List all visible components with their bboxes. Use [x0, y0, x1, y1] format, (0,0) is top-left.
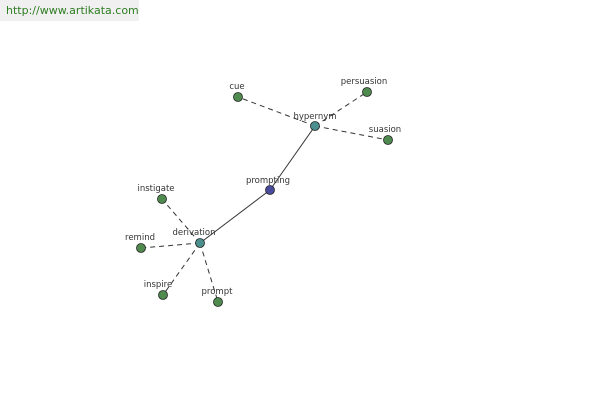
node-dot-instigate[interactable] — [157, 194, 167, 204]
node-dot-inspire[interactable] — [158, 290, 168, 300]
node-dot-prompt[interactable] — [213, 297, 223, 307]
node-label-suasion: suasion — [369, 125, 401, 135]
node-label-persuasion: persuasion — [341, 77, 388, 87]
node-label-hypernym: hypernym — [293, 112, 336, 122]
edge-prompting-derivation — [199, 189, 271, 244]
node-label-prompting: prompting — [246, 176, 290, 186]
node-prompt[interactable]: prompt — [202, 287, 234, 307]
node-instigate[interactable]: instigate — [137, 184, 175, 204]
node-label-inspire: inspire — [144, 280, 172, 290]
node-inspire[interactable]: inspire — [144, 280, 172, 300]
edge-derivation-instigate — [161, 198, 201, 244]
node-derivation[interactable]: derivation — [172, 228, 216, 248]
edge-hypernym-cue — [237, 96, 316, 127]
node-prompting[interactable]: prompting — [246, 176, 290, 195]
node-dot-prompting[interactable] — [265, 185, 275, 195]
node-persuasion[interactable]: persuasion — [341, 77, 388, 97]
edge-derivation-remind — [140, 242, 201, 249]
nodes-layer: prompting hypernym derivation cue persuasion… — [125, 77, 401, 307]
node-remind[interactable]: remind — [125, 233, 155, 253]
node-cue[interactable]: cue — [229, 82, 245, 102]
node-label-instigate: instigate — [137, 184, 174, 194]
node-label-derivation: derivation — [172, 228, 215, 238]
node-dot-derivation[interactable] — [195, 238, 205, 248]
node-dot-suasion[interactable] — [383, 135, 393, 145]
node-label-remind: remind — [125, 233, 155, 243]
watermark-banner: http://www.artikata.com — [0, 0, 139, 21]
node-label-cue: cue — [229, 82, 244, 92]
node-dot-hypernym[interactable] — [310, 121, 320, 131]
edge-prompting-hypernym — [269, 125, 316, 191]
edges-layer — [140, 91, 389, 303]
edge-hypernym-suasion — [314, 125, 389, 141]
edge-hypernym-persuasion — [314, 91, 368, 127]
node-suasion[interactable]: suasion — [369, 125, 401, 145]
watermark-link[interactable]: http://www.artikata.com — [6, 4, 139, 17]
node-label-prompt: prompt — [202, 287, 234, 297]
node-dot-persuasion[interactable] — [362, 87, 372, 97]
edge-derivation-inspire — [162, 242, 201, 296]
edge-derivation-prompt — [199, 242, 219, 303]
node-dot-cue[interactable] — [233, 92, 243, 102]
node-dot-remind[interactable] — [136, 243, 146, 253]
node-hypernym[interactable]: hypernym — [293, 112, 337, 131]
